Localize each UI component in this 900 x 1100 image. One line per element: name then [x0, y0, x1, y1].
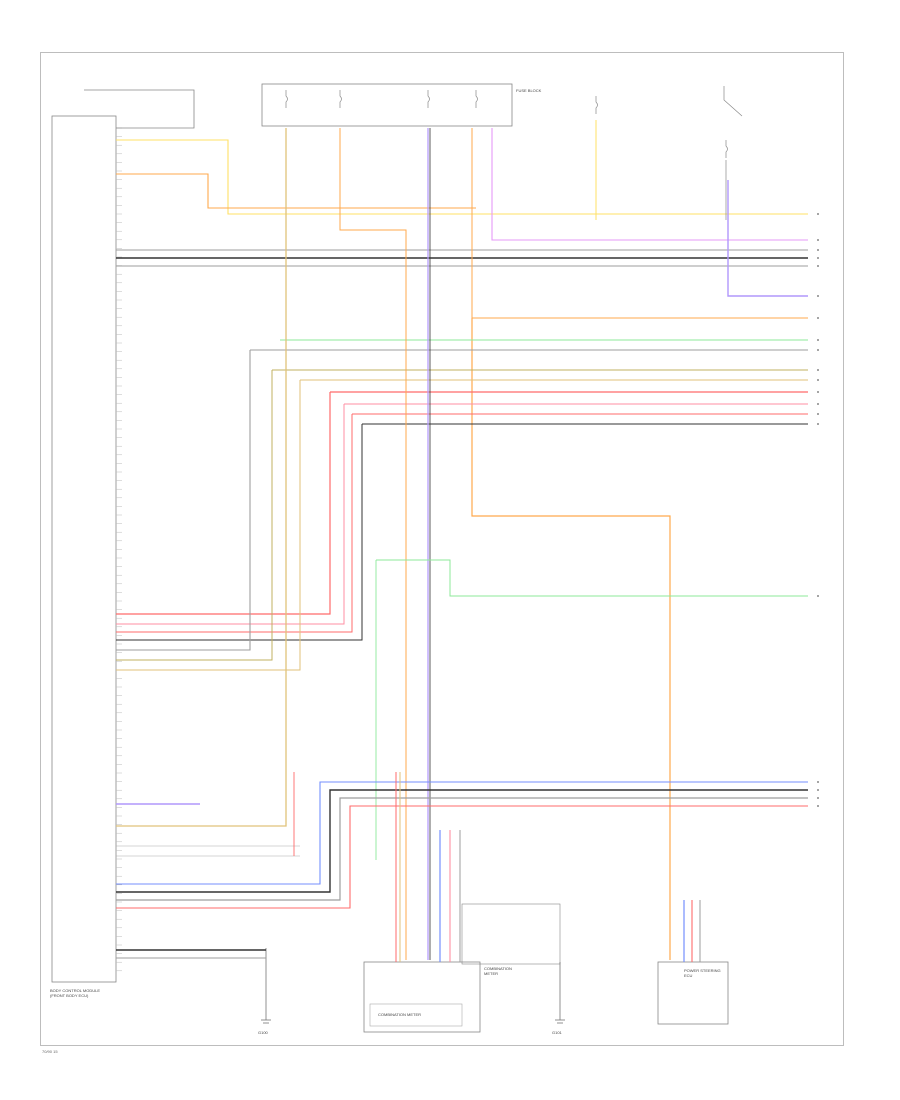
wire-magenta-1: [491, 128, 808, 241]
wire-red-3: [116, 805, 808, 909]
ground-right-label: G101: [552, 1030, 562, 1035]
connector-terminal: [817, 595, 819, 597]
combination-meter-box: [363, 961, 481, 1033]
right-module-label: POWER STEERING ECU: [684, 968, 721, 978]
wire-violet-right: [727, 180, 808, 297]
wire-green-2: [376, 559, 808, 597]
connector-terminal: [817, 413, 819, 415]
bcm-pin-strip: [116, 127, 122, 972]
wire-gray-4: [116, 797, 808, 901]
wire-orange-2: [471, 128, 808, 319]
connector-terminal: [817, 295, 819, 297]
wire-bcm-power: [84, 89, 195, 129]
meter-inner-label: COMBINATION METER: [378, 1012, 422, 1017]
wire-black-v1: [116, 424, 363, 641]
connector-terminal: [817, 369, 819, 371]
connector-terminal: [817, 317, 819, 319]
wire-harness: [84, 89, 808, 962]
connector-terminal: [817, 403, 819, 405]
connector-terminal: [817, 257, 819, 259]
connector-terminal: [817, 339, 819, 341]
connector-terminal: [817, 391, 819, 393]
wire-orange-meter: [339, 128, 407, 960]
wire-tan-v1: [116, 380, 301, 671]
connector-terminal: [817, 805, 819, 807]
wire-orange-3: [471, 318, 671, 960]
connector-terminal: [817, 265, 819, 267]
wire-olive-v1: [116, 370, 273, 661]
combination-meter-inner: [369, 1003, 463, 1027]
wire-blue-1: [116, 781, 808, 885]
wire-yellow-1: [116, 139, 808, 215]
wire-black-3: [116, 789, 808, 893]
wire-orange-1: [116, 173, 476, 209]
wire-red-v1: [116, 392, 331, 615]
reference-code: 70/90 15: [42, 1049, 58, 1054]
connector-terminal: [817, 349, 819, 351]
connector-terminal: [817, 423, 819, 425]
connector-terminal: [817, 249, 819, 251]
body-control-module: [51, 115, 117, 983]
fuse-box-label: FUSE BLOCK: [516, 88, 542, 93]
connector-terminal: [817, 379, 819, 381]
ground-symbols: [261, 948, 565, 1024]
connector-terminal: [817, 213, 819, 215]
right-module-box: [657, 961, 729, 1025]
connector-terminal: [817, 789, 819, 791]
wire-pink-v1: [116, 404, 345, 625]
connector-terminal: [817, 781, 819, 783]
connector-terminal: [817, 239, 819, 241]
combination-meter-label: COMBINATION METER: [484, 966, 512, 976]
wire-gray-v1: [116, 350, 251, 651]
fuse-symbols: [285, 86, 743, 158]
ecm-label: BODY CONTROL MODULE (FRONT BODY ECU): [50, 988, 101, 998]
right-connector-terminals: [817, 213, 819, 807]
connector-terminal: [817, 797, 819, 799]
wire-red-v2: [116, 414, 353, 633]
meter-signal-box: [461, 903, 561, 965]
wire-tan-fuse: [116, 128, 287, 827]
diagram-frame: [40, 52, 844, 1046]
ground-left-label: G100: [258, 1030, 268, 1035]
fuse-block: [261, 83, 513, 127]
